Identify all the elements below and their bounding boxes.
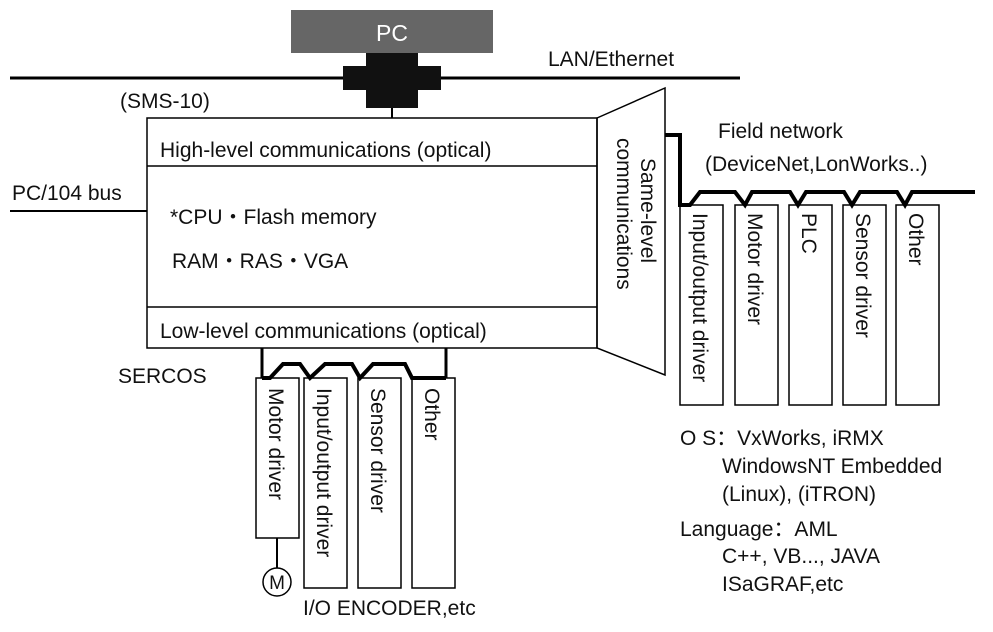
- field-module: [895, 204, 940, 406]
- field-network-modules: Input/output driver Motor driver PLC Sen…: [679, 204, 940, 406]
- field-network-label-1: Field network: [718, 120, 843, 143]
- os-line-3: (Linux), (iTRON): [722, 483, 876, 506]
- field-module: [679, 204, 724, 406]
- os-line-2: WindowsNT Embedded: [722, 455, 942, 478]
- motor-symbol: [262, 567, 292, 597]
- lan-connector-neck: [366, 53, 418, 108]
- os-line-1: O S：VxWorks, iRMX: [680, 427, 884, 450]
- cpu-label: *CPU・Flash memory: [170, 206, 377, 229]
- sercos-module-label: Sensor driver: [366, 388, 389, 513]
- language-line-3: ISaGRAF,etc: [722, 573, 843, 596]
- field-module-label: Other: [904, 213, 927, 266]
- same-level-block: [596, 86, 666, 377]
- field-network-label-2: (DeviceNet,LonWorks..): [705, 153, 928, 176]
- pc-label: PC: [376, 20, 408, 46]
- same-level-label-2: communications: [612, 138, 635, 290]
- pc104-label: PC/104 bus: [12, 182, 122, 205]
- sercos-module: [303, 377, 348, 589]
- sercos-module: [411, 377, 456, 589]
- field-module-label: PLC: [797, 213, 820, 254]
- lan-label: LAN/Ethernet: [548, 48, 674, 71]
- sercos-modules: Motor driver Input/output driver Sensor …: [255, 377, 456, 589]
- field-module-label: Input/output driver: [688, 213, 711, 382]
- field-module: [788, 204, 833, 406]
- sercos-label: SERCOS: [118, 365, 207, 388]
- field-module: [842, 204, 887, 406]
- field-module-label: Sensor driver: [851, 213, 874, 338]
- low-level-label: Low-level communications (optical): [160, 320, 487, 343]
- field-module: [734, 204, 779, 406]
- pc-box: [291, 10, 493, 53]
- sercos-module: [357, 377, 402, 589]
- ram-label: RAM・RAS・VGA: [172, 250, 348, 273]
- sercos-module-label: Motor driver: [264, 388, 287, 500]
- sercos-module-label: Input/output driver: [312, 388, 335, 557]
- field-module-label: Motor driver: [743, 213, 766, 325]
- io-encoder-label: I/O ENCODER,etc: [303, 597, 476, 620]
- high-level-label: High-level communications (optical): [160, 139, 491, 162]
- sms-label: (SMS-10): [120, 90, 210, 113]
- same-level-label-1: Same-level: [636, 158, 659, 263]
- sercos-bus: [262, 362, 446, 382]
- sercos-module-label: Other: [420, 388, 443, 441]
- language-line-2: C++, VB..., JAVA: [722, 545, 880, 568]
- language-line-1: Language：AML: [680, 518, 838, 541]
- motor-symbol-label: M: [269, 573, 285, 594]
